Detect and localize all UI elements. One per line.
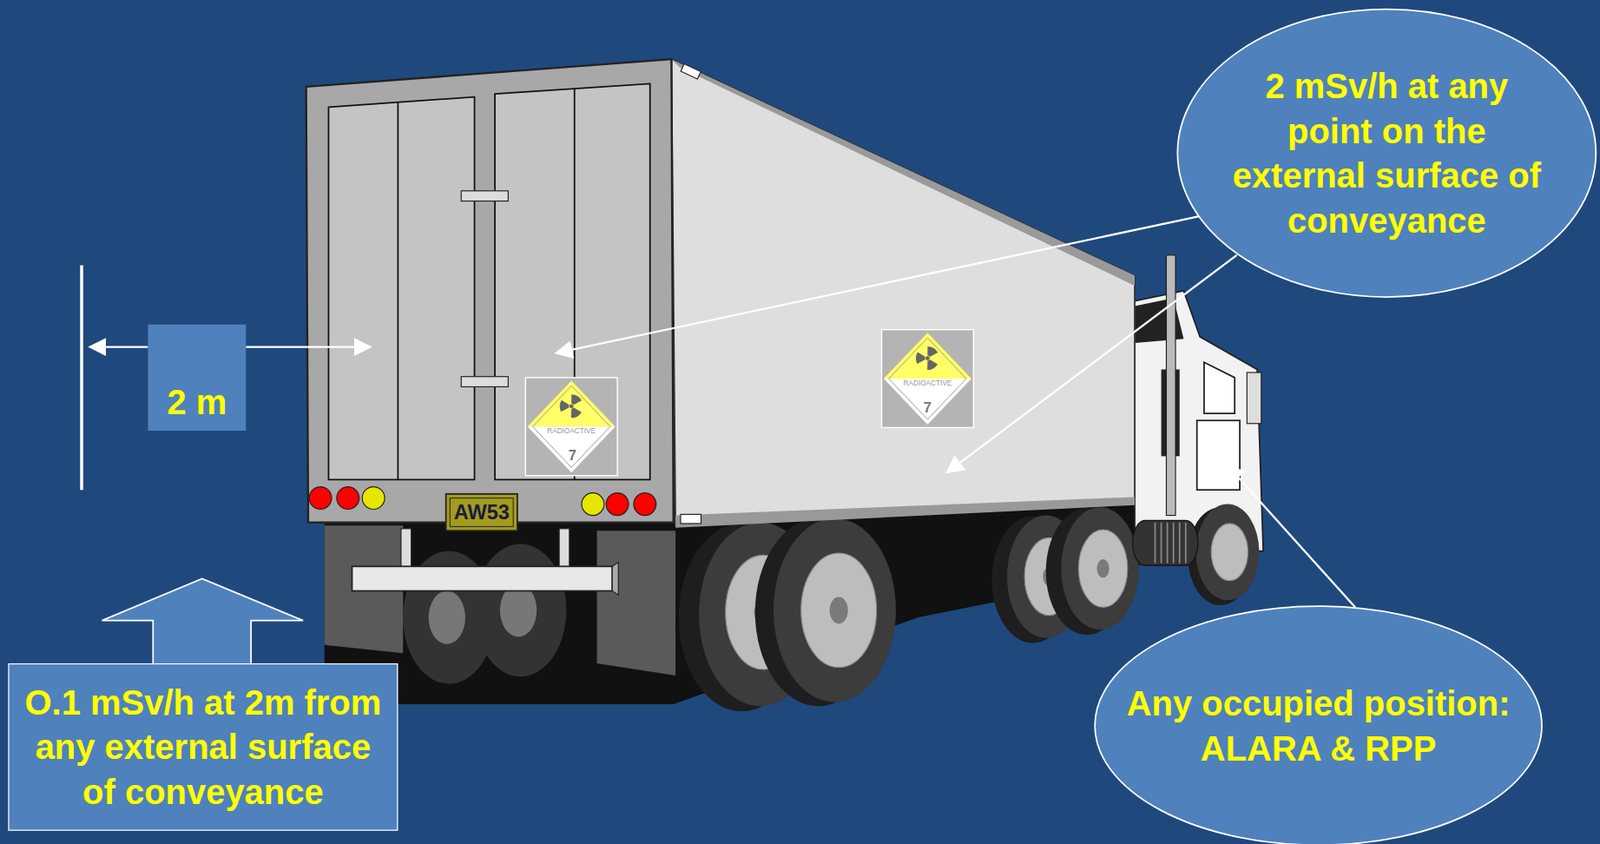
license-plate [446,493,518,531]
rear-bumper [352,566,613,591]
radioactive-placard [525,377,618,476]
marker-light [680,64,701,80]
plate-border [449,498,514,527]
dimension-arrow [89,345,148,348]
bumper-post [401,528,412,570]
node-text: O.1 mSv/h at 2m from any external surfac… [19,679,387,815]
wheel-hub [829,597,849,625]
trailer-side [671,59,1135,526]
trailer-back [306,59,674,523]
tire [773,518,896,703]
fuel-tank [1132,520,1199,566]
wheel-rim [801,553,877,668]
rear-rim [428,591,466,645]
cab-fairing [1134,297,1184,343]
leader-line [947,255,1238,473]
wheel-hub [1097,559,1110,578]
block-arrow [102,578,304,666]
placard-text: RADIOACTIVE [903,379,953,387]
placard-text: RADIOACTIVE [546,427,596,435]
bumper-post [559,528,570,570]
leader-line [556,216,1199,353]
cab-window [1204,362,1235,414]
trailer-door [328,97,475,481]
node-text: 2 mSv/h at any point on the external sur… [1220,63,1553,244]
ellipse-shape [1094,605,1542,844]
plate-number: AW53 [454,501,510,523]
cab-mirror [1246,372,1261,424]
trailer-door [494,83,651,480]
wheel-rim [1078,529,1127,607]
cab-door [1197,420,1240,490]
text-wrap: O.1 mSv/h at 2m from any external surfac… [9,664,398,830]
door-handle [460,376,508,388]
indicator-light [362,487,385,510]
text-wrap: Any occupied position: ALARA & RPP [1093,605,1543,844]
wheel-rim [1211,523,1248,581]
door-handle [460,190,508,202]
tire [1060,506,1139,630]
node-text: Any occupied position: ALARA & RPP [1114,680,1523,771]
mud-flap [597,530,677,676]
bumper-end [612,562,619,596]
tail-light [633,493,657,516]
tail-light [309,487,332,510]
ellipse-outline [1093,605,1543,844]
radioactive-placard [882,329,975,428]
trailer-roof-edge [671,59,1135,286]
limit-ellipse: Any occupied position: ALARA & RPP [1093,605,1543,844]
ellipse-shape [1177,9,1596,297]
tire [1196,504,1260,600]
limit-box: O.1 mSv/h at 2m from any external surfac… [7,663,398,831]
limit-ellipse: 2 mSv/h at any point on the external sur… [1176,7,1597,298]
trailer-sill [675,496,1135,527]
dimension-arrow [245,345,370,348]
marker-light [680,513,702,524]
hazard-class: 7 [568,447,577,462]
tail-light [605,493,629,516]
hazard-class: 7 [923,400,932,415]
door-panel-line [397,102,400,481]
indicator-light [581,493,605,516]
ellipse-outline [1176,7,1597,298]
node-text: 2 m [147,379,246,425]
rear-tire [474,543,567,677]
exhaust-stack [1165,255,1176,516]
reference-line [79,265,84,491]
text-wrap: 2 m [147,324,246,431]
rear-rim [500,583,537,637]
text-wrap: 2 mSv/h at any point on the external sur… [1176,7,1597,298]
tank-ribs [1155,522,1186,564]
leader-line [1227,465,1356,607]
tail-light [336,487,360,510]
dimension-box: 2 m [147,324,246,431]
